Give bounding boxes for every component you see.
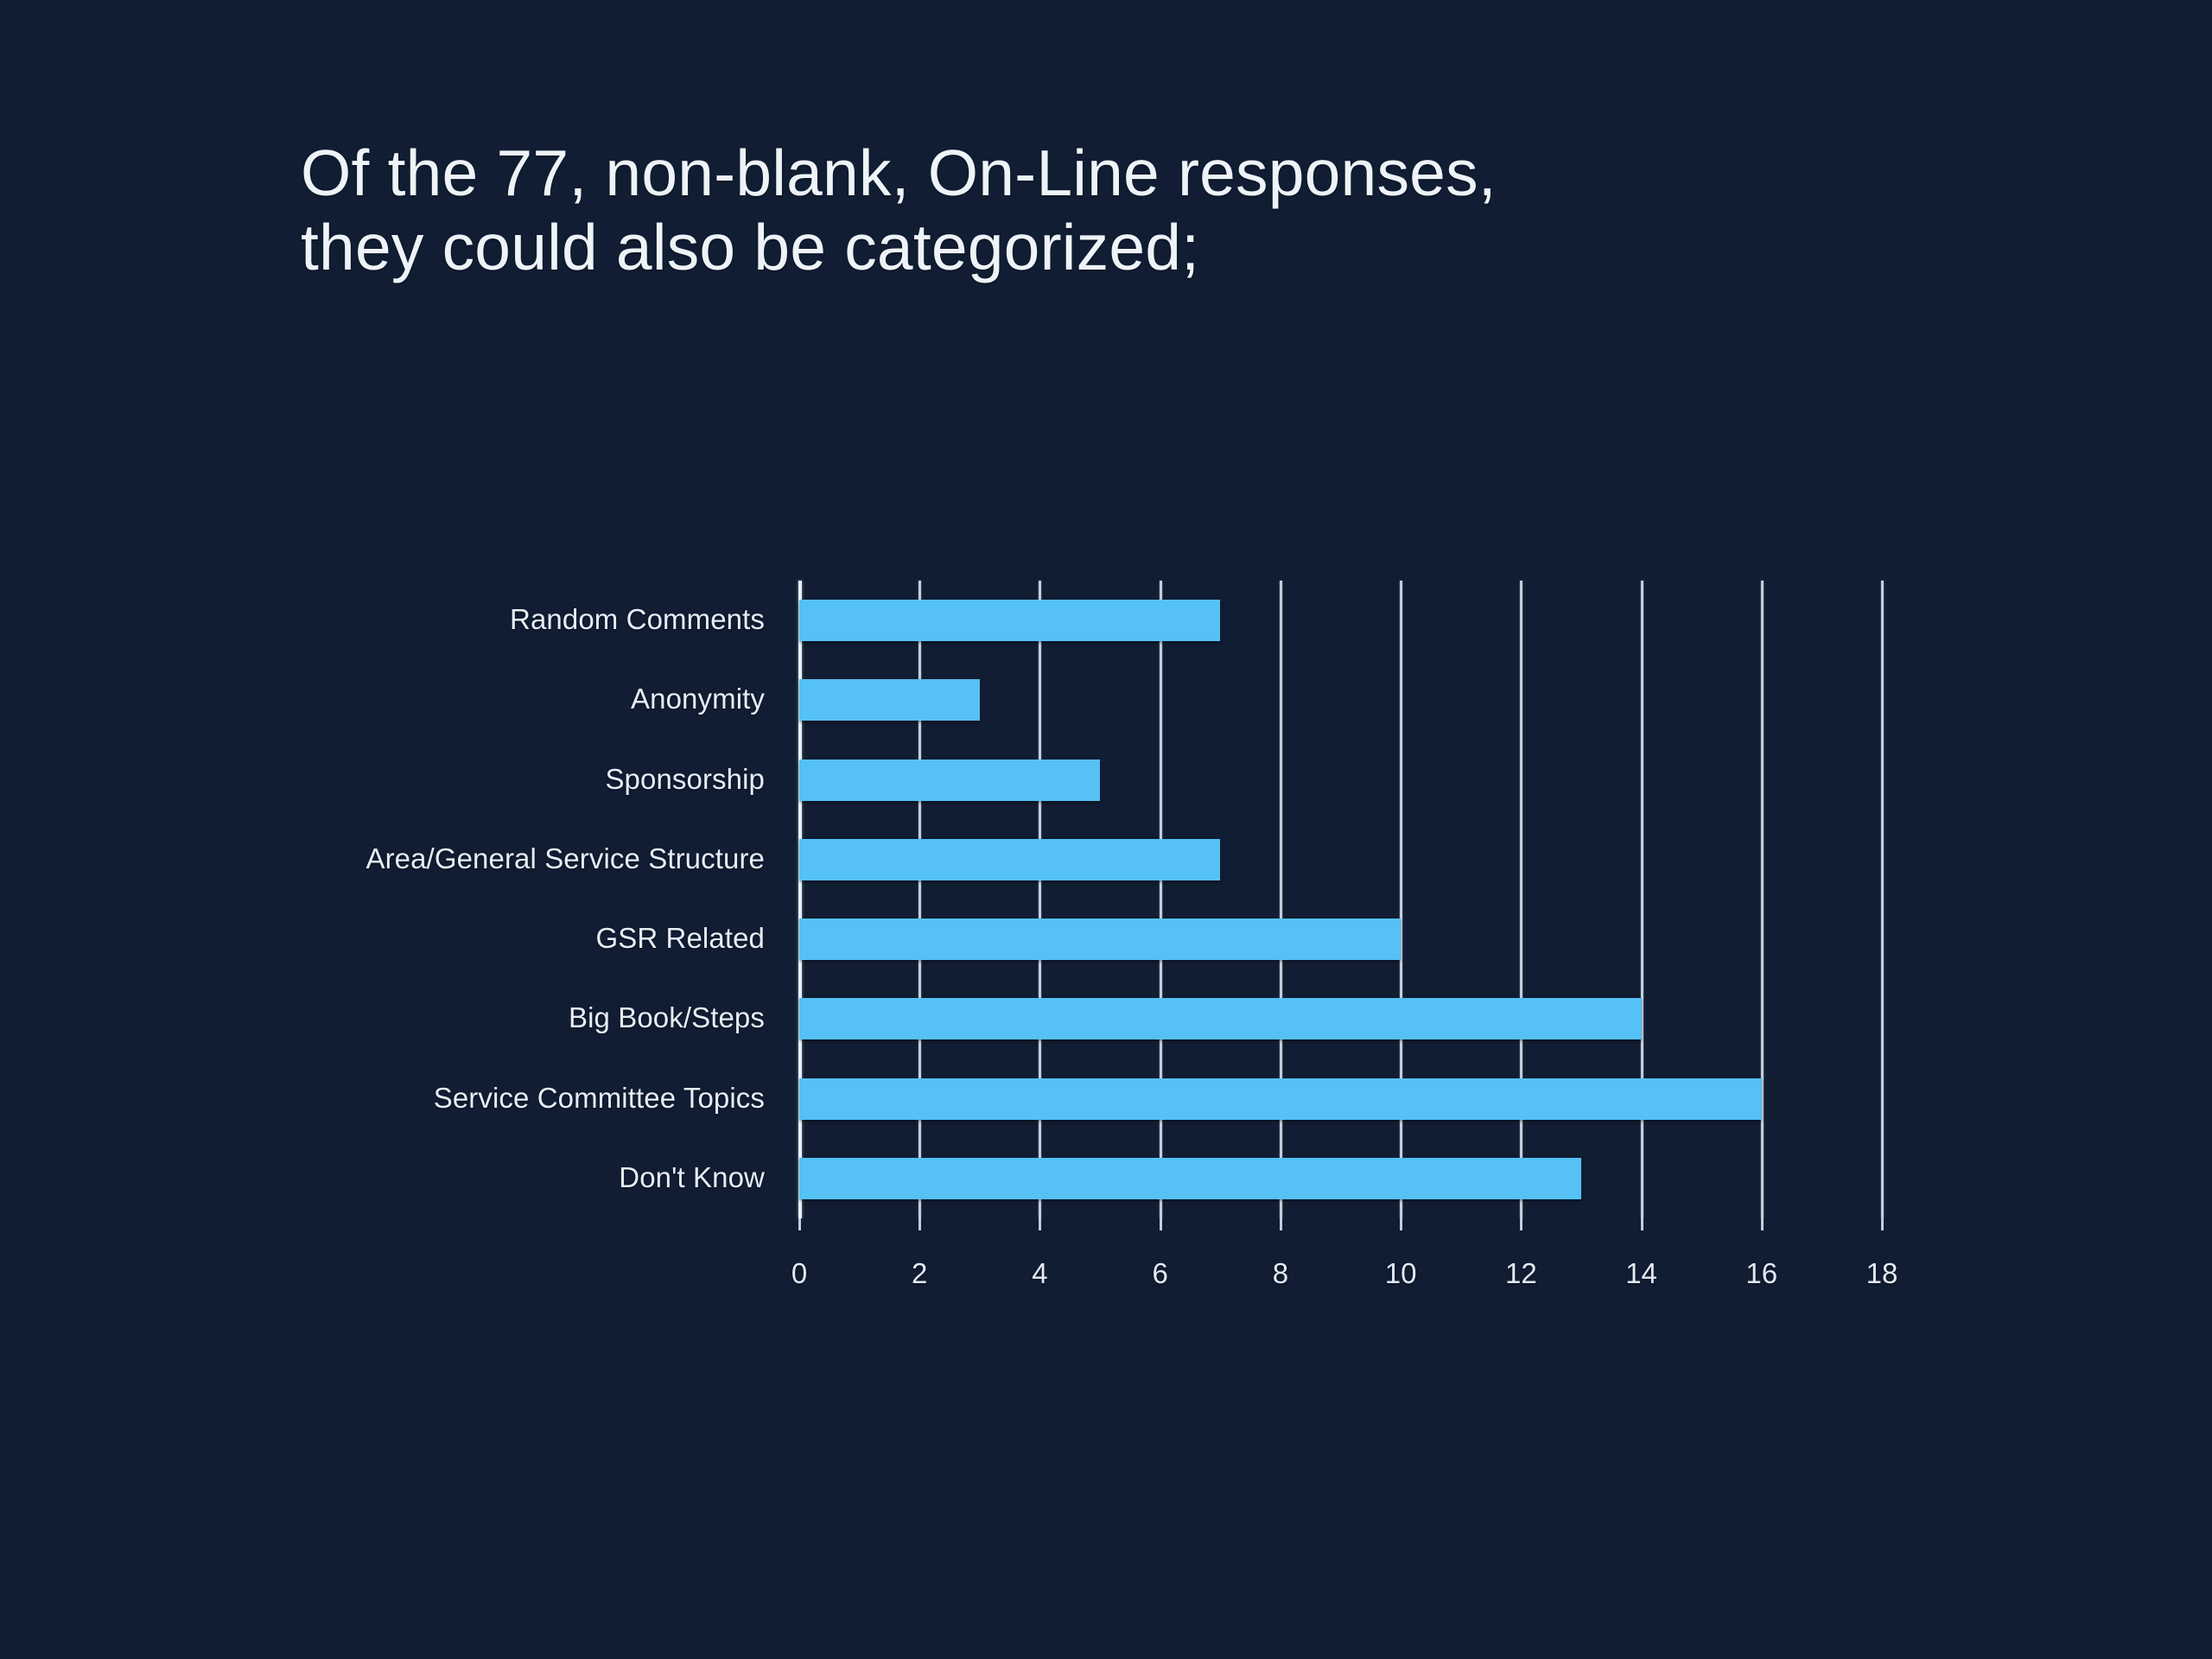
bar[interactable] (799, 679, 980, 721)
gridline-12 (1520, 581, 1523, 1218)
x-tick-label-0: 0 (791, 1257, 808, 1289)
bar[interactable] (799, 1157, 1581, 1199)
bar-row[interactable] (799, 600, 1221, 642)
gridline-8 (1279, 581, 1282, 1218)
x-tick-label-4: 4 (1032, 1257, 1048, 1289)
x-tick-label-6: 6 (1152, 1257, 1168, 1289)
bar-row[interactable] (799, 679, 980, 721)
gridline-18 (1881, 581, 1884, 1218)
tick-mark-18 (1881, 1218, 1884, 1230)
tick-mark-6 (1159, 1218, 1162, 1230)
category-label: Service Committee Topics (433, 1081, 765, 1114)
tick-mark-10 (1400, 1218, 1403, 1230)
tick-mark-8 (1279, 1218, 1282, 1230)
tick-mark-14 (1640, 1218, 1643, 1230)
value-axis-line (798, 581, 802, 1218)
x-tick-label-10: 10 (1384, 1257, 1417, 1289)
bar-row[interactable] (799, 759, 1101, 801)
category-label: Don't Know (619, 1160, 765, 1193)
bar-row[interactable] (799, 998, 1642, 1040)
bar[interactable] (799, 838, 1221, 880)
tick-mark-4 (1039, 1218, 1042, 1230)
bar-row[interactable] (799, 918, 1402, 961)
gridline-2 (918, 581, 922, 1218)
bar[interactable] (799, 918, 1402, 961)
bar-row[interactable] (799, 838, 1221, 880)
x-tick-label-2: 2 (912, 1257, 928, 1289)
category-label: Sponsorship (605, 762, 765, 795)
gridline-14 (1640, 581, 1643, 1218)
bar-row[interactable] (799, 1157, 1581, 1199)
x-tick-label-12: 12 (1504, 1257, 1537, 1289)
tick-mark-16 (1760, 1218, 1764, 1230)
page-title: Of the 77, non-blank, On-Line responses,… (301, 137, 1497, 283)
x-tick-label-14: 14 (1625, 1257, 1657, 1289)
bar[interactable] (799, 600, 1221, 642)
bar[interactable] (799, 998, 1642, 1040)
category-label: GSR Related (595, 922, 765, 955)
category-label: Area/General Service Structure (365, 842, 765, 874)
tick-mark-2 (918, 1218, 922, 1230)
bar[interactable] (799, 1077, 1762, 1120)
gridline-6 (1159, 581, 1162, 1218)
gridline-4 (1039, 581, 1042, 1218)
x-tick-label-16: 16 (1745, 1257, 1778, 1289)
bar[interactable] (799, 759, 1101, 801)
category-label: Random Comments (510, 603, 765, 636)
tick-mark-12 (1520, 1218, 1523, 1230)
category-label: Anonymity (631, 683, 765, 715)
tick-mark-0 (798, 1218, 801, 1230)
plot-area (798, 581, 1884, 1230)
gridline-16 (1760, 581, 1764, 1218)
category-label: Big Book/Steps (568, 1001, 765, 1034)
bar-row[interactable] (799, 1077, 1762, 1120)
x-tick-label-18: 18 (1866, 1257, 1898, 1289)
x-tick-label-8: 8 (1272, 1257, 1289, 1289)
gridline-10 (1400, 581, 1403, 1218)
